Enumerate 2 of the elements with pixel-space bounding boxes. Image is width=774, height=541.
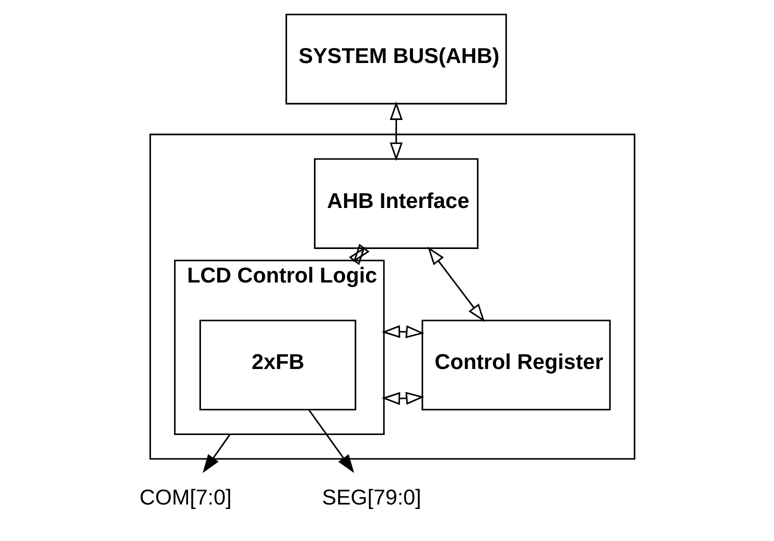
node-text: SEG[79:0] (322, 486, 422, 510)
node-text: COM[7:0] (140, 486, 232, 510)
